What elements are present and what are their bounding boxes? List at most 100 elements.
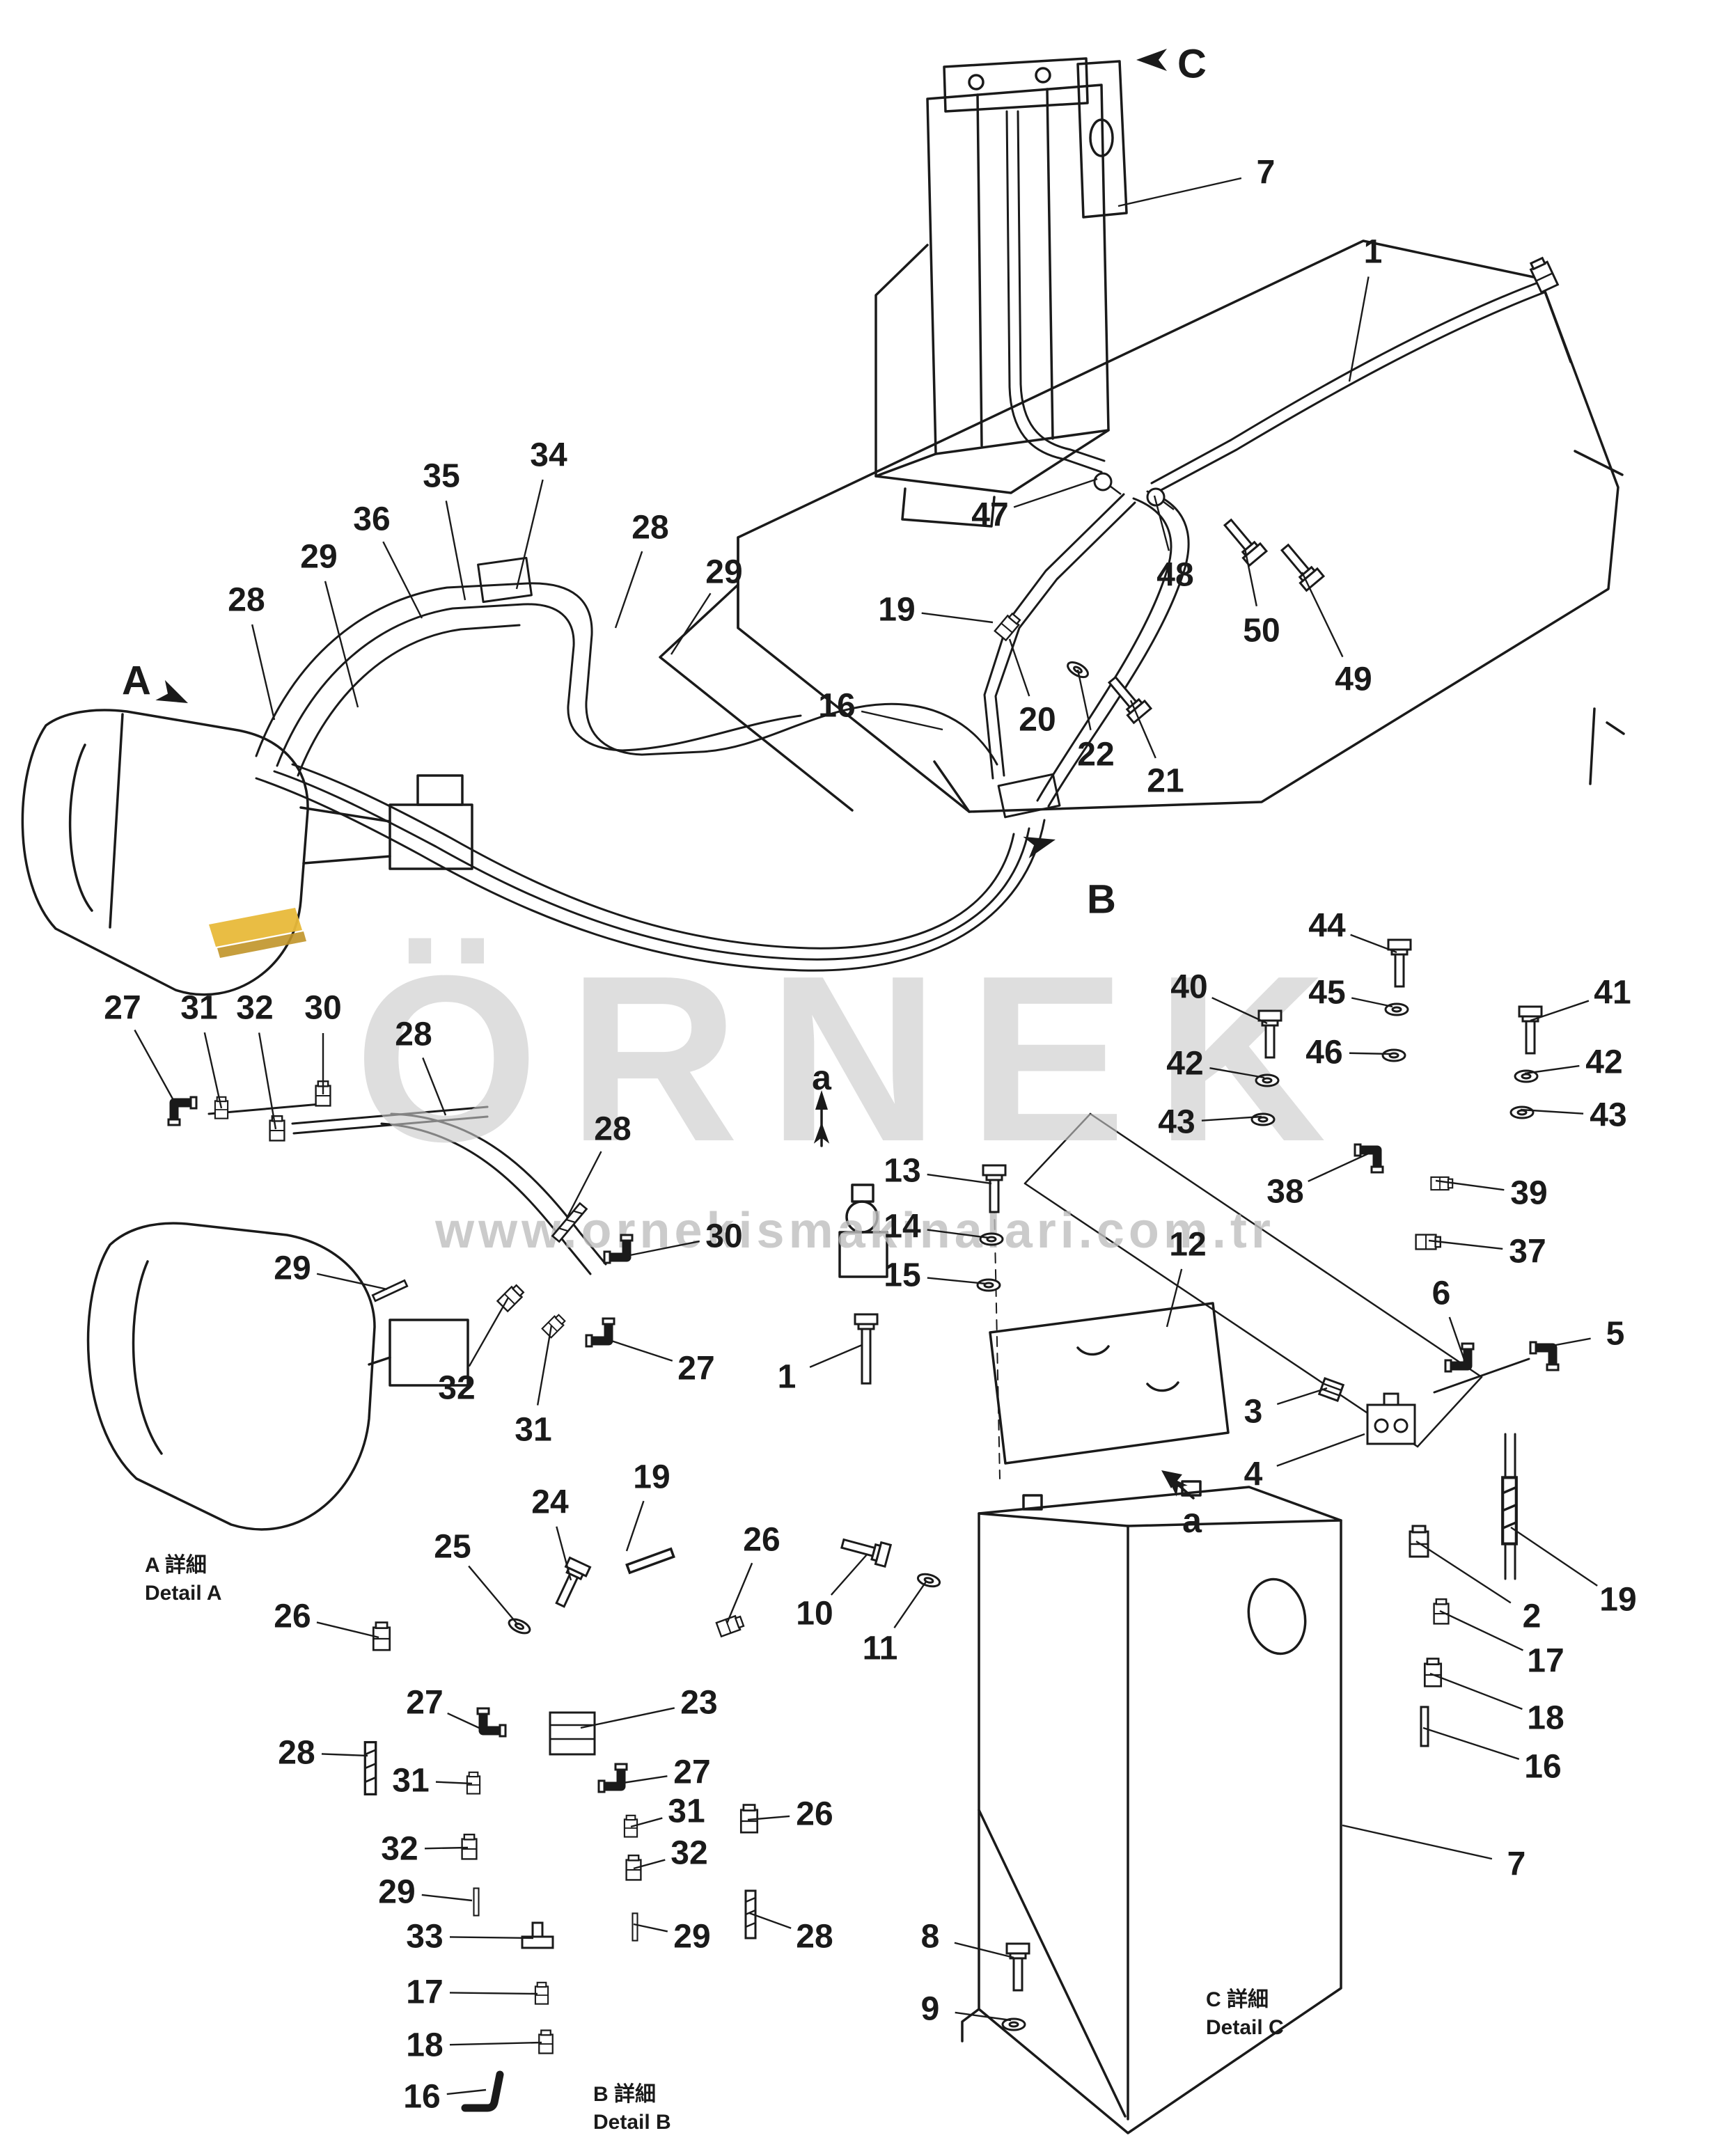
leader-line	[927, 1229, 989, 1239]
leader-line	[1415, 1540, 1512, 1604]
callout-15: 15	[884, 1257, 920, 1294]
part-tube	[632, 1912, 638, 1942]
callout-30: 30	[304, 990, 341, 1027]
leader-line	[447, 1712, 480, 1729]
part-washer	[916, 1573, 941, 1588]
mount-panel	[1023, 1112, 1483, 1448]
callout-8: 8	[921, 1919, 940, 1956]
hydraulic-pipes	[255, 110, 1546, 972]
part-fitting	[541, 1314, 566, 1339]
leader-line	[556, 1526, 572, 1581]
callout-45: 45	[1308, 975, 1345, 1012]
callout-23: 23	[680, 1685, 717, 1722]
callout-28: 28	[594, 1111, 631, 1148]
callout-1: 1	[778, 1359, 797, 1396]
leader-line	[321, 1753, 368, 1757]
leader-line	[606, 1338, 673, 1362]
part-valve	[1366, 1392, 1416, 1445]
leader-line	[927, 1277, 987, 1285]
leader-line	[515, 479, 544, 590]
leader-line	[134, 1029, 175, 1102]
leader-line	[633, 1859, 666, 1870]
callout-43: 43	[1590, 1097, 1626, 1134]
leader-line	[748, 1912, 792, 1929]
leader-line	[1530, 1000, 1590, 1022]
callout-labels: 7147485049192022211634353629282829444540…	[104, 155, 1636, 2116]
callout-28: 28	[228, 582, 265, 619]
part-washer	[1001, 2017, 1026, 2031]
leader-line	[449, 2041, 542, 2046]
watermark: ÖRNEK www.ornekismakinalari.com.tr	[209, 908, 1326, 1259]
leader-line	[893, 1581, 927, 1629]
callout-29: 29	[300, 539, 337, 576]
detail-caption-title: A 詳細	[145, 1553, 207, 1577]
part-fitting	[625, 1854, 642, 1881]
callout-49: 49	[1335, 661, 1372, 698]
leader-line	[954, 1942, 1014, 1959]
leader-line	[1129, 700, 1156, 759]
leader-line	[468, 1297, 510, 1367]
callout-24: 24	[531, 1484, 569, 1521]
leader-line	[536, 1325, 553, 1406]
callout-46: 46	[1305, 1034, 1342, 1071]
leader-line	[421, 1894, 473, 1902]
callout-7: 7	[1507, 1846, 1526, 1883]
part-hose	[363, 1740, 377, 1796]
machine-line-art	[21, 57, 1625, 2134]
leader-line	[1422, 1726, 1520, 1760]
view-arrow-icon	[1136, 49, 1167, 71]
callout-16: 16	[403, 2079, 440, 2116]
detail-caption-subtitle: Detail A	[145, 1582, 222, 1605]
detail-caption-title: B 詳細	[593, 2082, 656, 2106]
callout-2: 2	[1523, 1598, 1542, 1635]
leader-line	[258, 1032, 277, 1130]
callout-26: 26	[274, 1598, 311, 1635]
part-washer	[1250, 1112, 1276, 1126]
callout-44: 44	[1308, 908, 1346, 945]
leader-line	[203, 1032, 223, 1109]
cock-assembly	[838, 1183, 1001, 1479]
part-bolt	[1387, 938, 1412, 988]
callout-29: 29	[378, 1874, 415, 1911]
leader-line	[435, 1781, 473, 1785]
part-tube	[371, 1279, 409, 1303]
part-clamp	[1146, 487, 1175, 510]
callout-30: 30	[705, 1218, 742, 1255]
callout-34: 34	[530, 437, 567, 474]
callout-16: 16	[1524, 1749, 1561, 1786]
leader-line	[1201, 1115, 1262, 1122]
part-elbow	[1444, 1342, 1475, 1373]
leader-line	[725, 1562, 753, 1624]
leader-line	[921, 612, 994, 624]
leader-line	[1276, 1433, 1365, 1467]
callout-19: 19	[1599, 1582, 1636, 1619]
view-arrow-icon	[1023, 836, 1056, 858]
part-fitting	[994, 612, 1021, 642]
leader-line	[1428, 1239, 1503, 1250]
view-label-a: a	[812, 1058, 832, 1097]
leader-line	[626, 1240, 700, 1257]
leader-line	[614, 551, 643, 629]
callout-28: 28	[632, 510, 668, 546]
part-hose	[551, 1202, 588, 1243]
leader-line	[1435, 1179, 1505, 1191]
leader-line	[316, 1273, 388, 1291]
part-fitting	[372, 1621, 391, 1651]
deck-plate	[659, 239, 1625, 813]
callout-48: 48	[1156, 557, 1193, 594]
callout-19: 19	[878, 592, 915, 629]
part-bolt	[1107, 675, 1153, 725]
part-fitting	[214, 1096, 229, 1119]
callout-31: 31	[668, 1793, 705, 1830]
leader-line	[1276, 1387, 1328, 1406]
leader-line	[630, 1817, 663, 1828]
callout-12: 12	[1169, 1227, 1206, 1264]
part-bentpipe	[461, 2070, 504, 2112]
callout-22: 22	[1077, 737, 1114, 773]
view-label-a: a	[1182, 1501, 1202, 1540]
callout-32: 32	[670, 1835, 707, 1872]
part-fitting	[538, 2029, 554, 2054]
callout-28: 28	[796, 1919, 833, 1956]
